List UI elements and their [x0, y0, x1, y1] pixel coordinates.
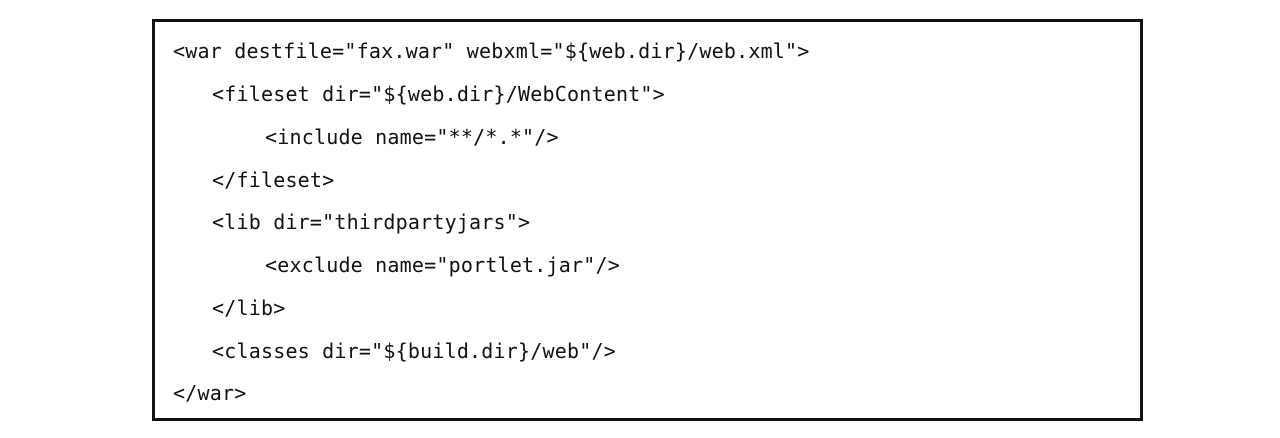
code-line: <lib dir="thirdpartyjars"> — [212, 210, 531, 234]
code-line: </lib> — [212, 296, 286, 320]
code-line: <exclude name="portlet.jar"/> — [265, 253, 620, 277]
code-line: <classes dir="${build.dir}/web"/> — [212, 339, 616, 363]
code-line: <include name="**/*.*"/> — [265, 125, 559, 149]
code-line: <fileset dir="${web.dir}/WebContent"> — [212, 82, 665, 106]
code-line: </war> — [173, 381, 247, 405]
code-block: <war destfile="fax.war" webxml="${web.di… — [152, 19, 1143, 421]
code-line: </fileset> — [212, 168, 335, 192]
code-line: <war destfile="fax.war" webxml="${web.di… — [173, 39, 810, 63]
